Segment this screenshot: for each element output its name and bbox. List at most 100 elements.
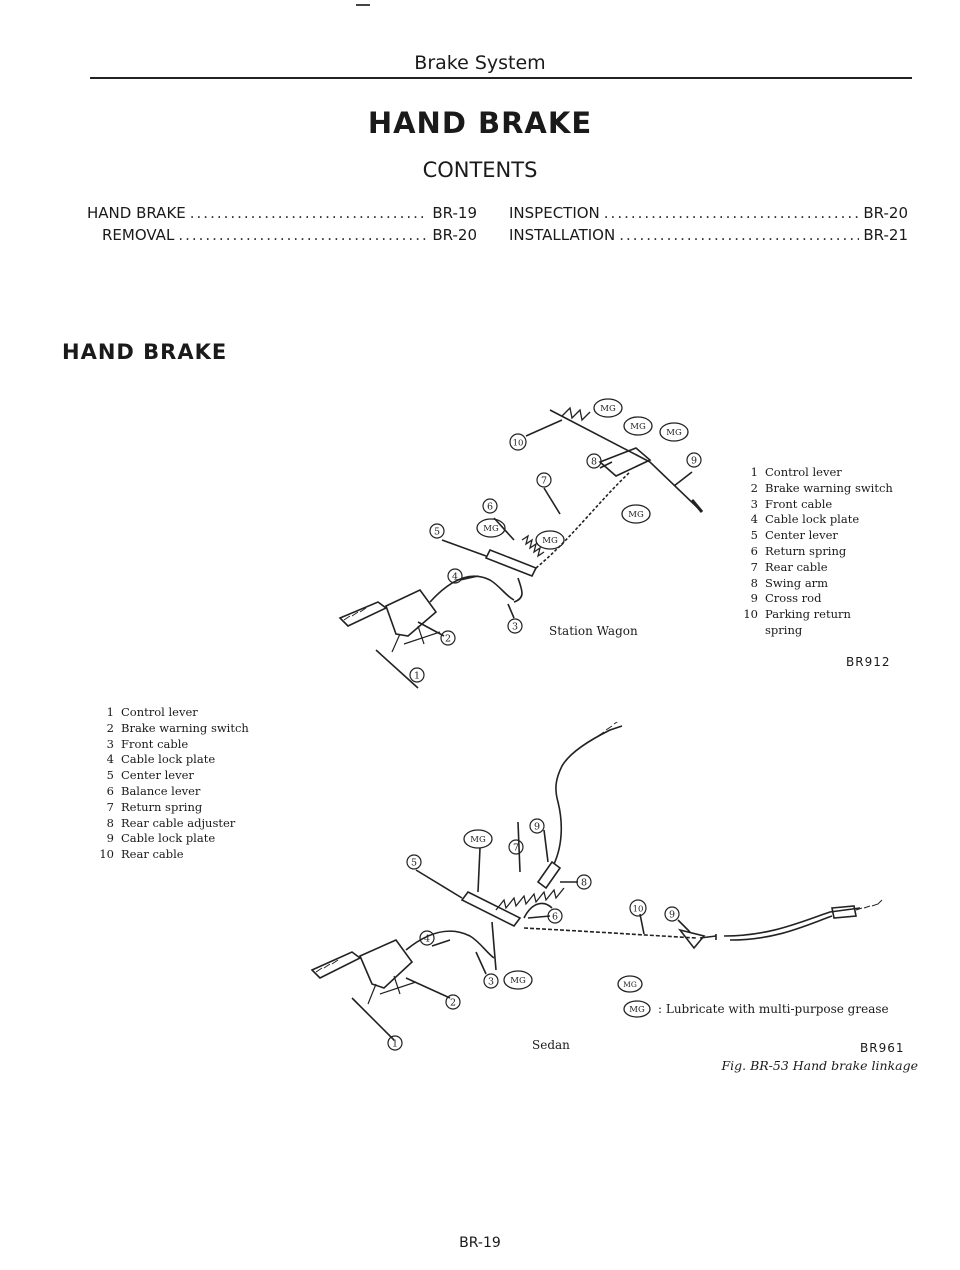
control-lever-body [358, 939, 414, 989]
callout-1: 1 [392, 1039, 398, 1050]
mg-mark: MG [510, 976, 526, 986]
section-title: HAND BRAKE [62, 340, 228, 364]
callout-6: 6 [552, 912, 558, 923]
toc-entry-hand-brake[interactable]: HAND BRAKE .............................… [87, 204, 477, 224]
control-lever-handle [310, 951, 362, 979]
toc-label: HAND BRAKE [87, 204, 186, 222]
sedan-caption: Sedan [532, 1038, 570, 1052]
figure-caption: Fig. BR-53 Hand brake linkage [721, 1058, 918, 1073]
toc-page: BR-21 [863, 226, 908, 244]
mg-note-text: : Lubricate with multi-purpose grease [658, 1002, 889, 1016]
cross-rod [549, 409, 701, 511]
callout-10: 10 [633, 905, 644, 915]
front-cable [429, 575, 515, 603]
svg-text:MG: MG [629, 1005, 645, 1015]
rear-cable-right [723, 907, 861, 937]
page-title: HAND BRAKE [367, 106, 593, 140]
mg-mark: MG [623, 980, 637, 989]
callout-2: 2 [445, 634, 451, 645]
swing-arm [598, 447, 652, 477]
rear-cable-upper [553, 725, 623, 865]
callout-5: 5 [434, 527, 440, 538]
station-wagon-linkage-diagram: MG MG MG MG MG MG 1 2 3 4 5 6 7 8 9 10 [338, 398, 704, 689]
mg-mark: MG [630, 422, 646, 432]
station-wagon-caption: Station Wagon [549, 624, 638, 638]
control-lever-body [385, 588, 438, 637]
callout-8: 8 [591, 457, 597, 468]
callout-9: 9 [691, 456, 697, 467]
toc-label: INSPECTION [509, 204, 600, 222]
center-lever [460, 890, 522, 928]
sedan-figure-code: BR961 [860, 1041, 905, 1055]
callout-3: 3 [488, 977, 494, 988]
return-spring [495, 887, 565, 911]
callout-7: 7 [541, 476, 547, 487]
toc-label: INSTALLATION [509, 226, 616, 244]
toc-entry-installation[interactable]: INSTALLATION ...........................… [509, 226, 908, 246]
top-edge-mark [356, 4, 370, 6]
callout-2: 2 [450, 998, 456, 1009]
toc-page: BR-20 [863, 204, 908, 222]
callout-1: 1 [414, 671, 420, 682]
rear-cable-lower [523, 927, 697, 939]
station-wagon-figure-code: BR912 [846, 655, 891, 669]
rear-cable [535, 471, 631, 569]
callout-4: 4 [424, 934, 430, 945]
toc-leader-dots: ........................................… [178, 226, 429, 244]
callout-9: 9 [669, 910, 675, 921]
center-lever [484, 548, 538, 578]
rear-cable-adjuster [536, 860, 562, 890]
mg-lubrication-note: MG : Lubricate with multi-purpose grease [622, 1000, 889, 1018]
callout-10: 10 [513, 439, 524, 449]
toc-label: REMOVAL [102, 226, 175, 244]
contents-heading: CONTENTS [422, 158, 538, 182]
mg-mark: MG [600, 404, 616, 414]
callout-9: 9 [534, 822, 540, 833]
mg-mark: MG [483, 524, 499, 534]
parking-return-spring [561, 406, 591, 422]
callout-8: 8 [581, 878, 587, 889]
running-header: Brake System [414, 52, 546, 74]
toc-page: BR-19 [432, 204, 477, 222]
toc-entry-inspection[interactable]: INSPECTION .............................… [509, 204, 908, 224]
mg-mark: MG [470, 835, 486, 845]
toc-leader-dots: ........................................… [619, 226, 859, 244]
toc-leader-dots: ........................................… [603, 204, 860, 222]
toc-page: BR-20 [432, 226, 477, 244]
cable-lock-plate [677, 928, 706, 950]
callout-5: 5 [411, 858, 417, 869]
sedan-linkage-diagram: MG MG MG 1 2 3 4 5 6 7 8 9 9 10 [310, 722, 883, 1051]
return-spring [521, 534, 545, 558]
toc-entry-removal[interactable]: REMOVAL ................................… [102, 226, 477, 246]
toc-leader-dots: ........................................… [189, 204, 429, 222]
front-cable [405, 930, 495, 959]
page-number: BR-19 [459, 1235, 501, 1251]
callout-6: 6 [487, 502, 493, 513]
callout-7: 7 [513, 843, 519, 854]
mg-symbol-icon: MG [623, 1000, 651, 1018]
control-lever-handle [338, 601, 388, 627]
header-rule [90, 77, 912, 79]
